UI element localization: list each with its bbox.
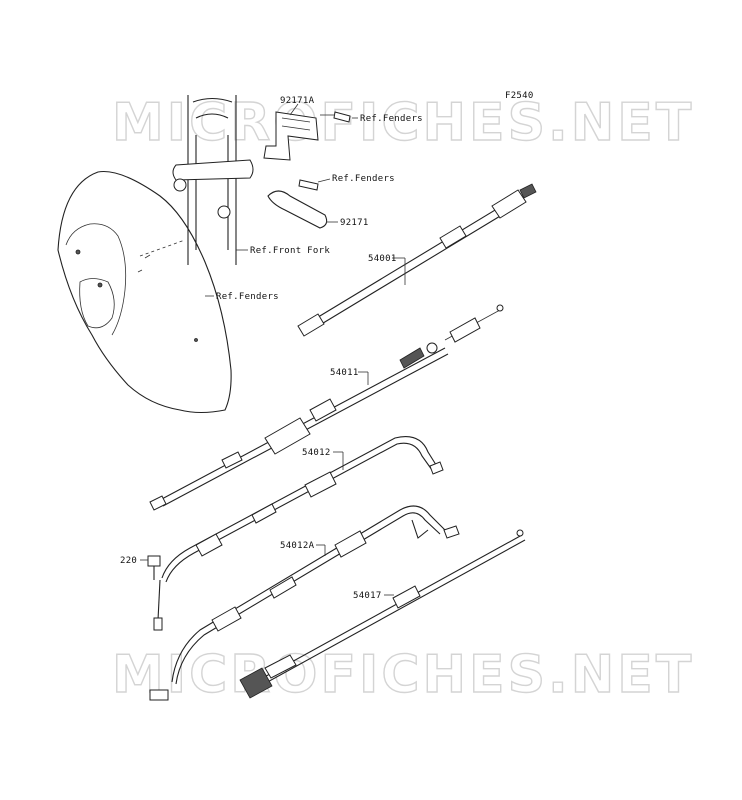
label-54001: 54001 xyxy=(368,254,397,264)
label-ref-fenders-3: Ref.Fenders xyxy=(216,292,279,302)
label-92171: 92171 xyxy=(340,218,369,228)
label-54012: 54012 xyxy=(302,448,331,458)
watermark-top: MICROFICHES.NET xyxy=(112,93,694,153)
cable-54012A xyxy=(149,505,460,701)
fender-illustration xyxy=(57,170,232,414)
cable-54011 xyxy=(149,304,504,511)
label-ref-fenders-1: Ref.Fenders xyxy=(360,114,423,124)
cable-54017 xyxy=(239,529,526,699)
label-ref-fenders-2: Ref.Fenders xyxy=(332,174,395,184)
bolt-220 xyxy=(147,555,161,580)
watermark-bottom: MICROFICHES.NET xyxy=(112,645,694,705)
clamp-92171 xyxy=(267,179,328,229)
label-54017: 54017 xyxy=(353,591,382,601)
label-ref-front-fork: Ref.Front Fork xyxy=(250,246,330,256)
cable-54012 xyxy=(153,436,444,631)
front-fork-illustration xyxy=(172,95,254,265)
label-54011: 54011 xyxy=(330,368,359,378)
label-54012A: 54012A xyxy=(280,541,315,551)
cable-54001 xyxy=(297,183,537,337)
bracket-92171A xyxy=(263,111,351,161)
label-92171A: 92171A xyxy=(280,96,315,106)
diagram-code: F2540 xyxy=(505,91,534,101)
label-220: 220 xyxy=(120,556,137,566)
leader-lines xyxy=(140,103,406,596)
